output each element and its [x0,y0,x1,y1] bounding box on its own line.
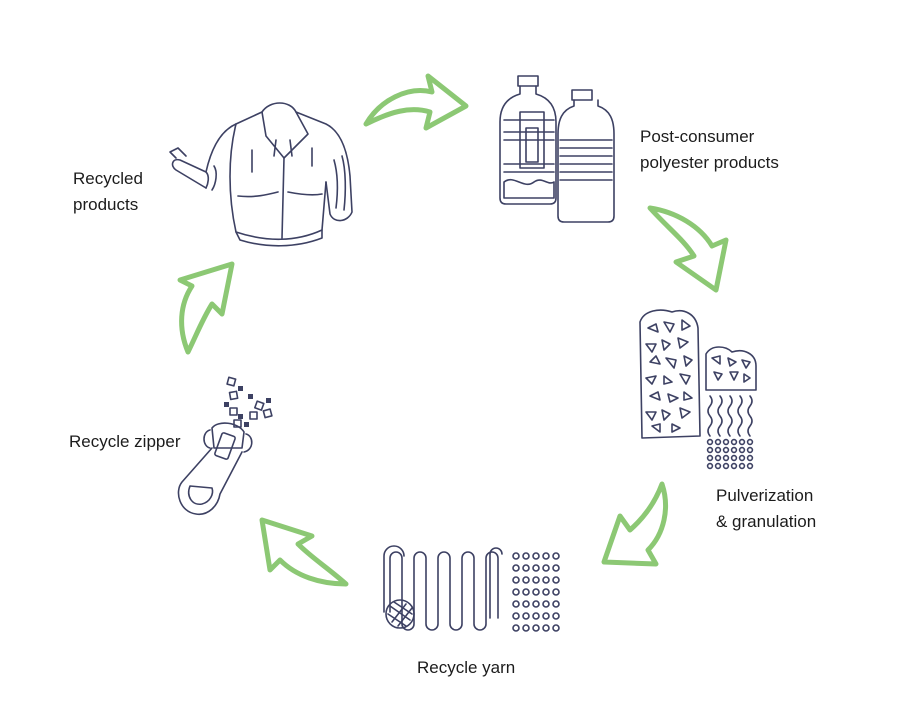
arrow-granules-to-yarn [601,481,668,567]
granules-icon [639,309,757,470]
step-label-line: & granulation [716,512,817,531]
step-label-recycle-yarn: Recycle yarn [417,655,515,681]
step-label-recycle-zipper: Recycle zipper [69,429,181,455]
step-label-line: polyester products [640,153,779,172]
step-label-line: Recycle yarn [417,658,516,677]
yarn-icon [383,545,560,632]
arrow-jacket-to-bottles [363,73,469,131]
arrow-yarn-to-zipper [259,517,349,587]
step-label-line: Recycle zipper [69,432,181,451]
step-label-recycled-products: Recycled products [73,166,143,218]
step-label-line: Post-consumer [640,127,755,146]
step-label-line: products [73,195,139,214]
arrow-bottles-to-granules [647,205,729,293]
arrow-zipper-to-jacket [177,261,235,355]
step-label-post-consumer: Post-consumer polyester products [640,124,779,176]
step-label-pulverization: Pulverization & granulation [716,483,816,535]
jacket-icon [169,102,353,247]
zipper-icon [177,376,273,516]
plastic-bottles-icon [499,75,615,223]
step-label-line: Pulverization [716,486,814,505]
step-label-line: Recycled [73,169,143,188]
